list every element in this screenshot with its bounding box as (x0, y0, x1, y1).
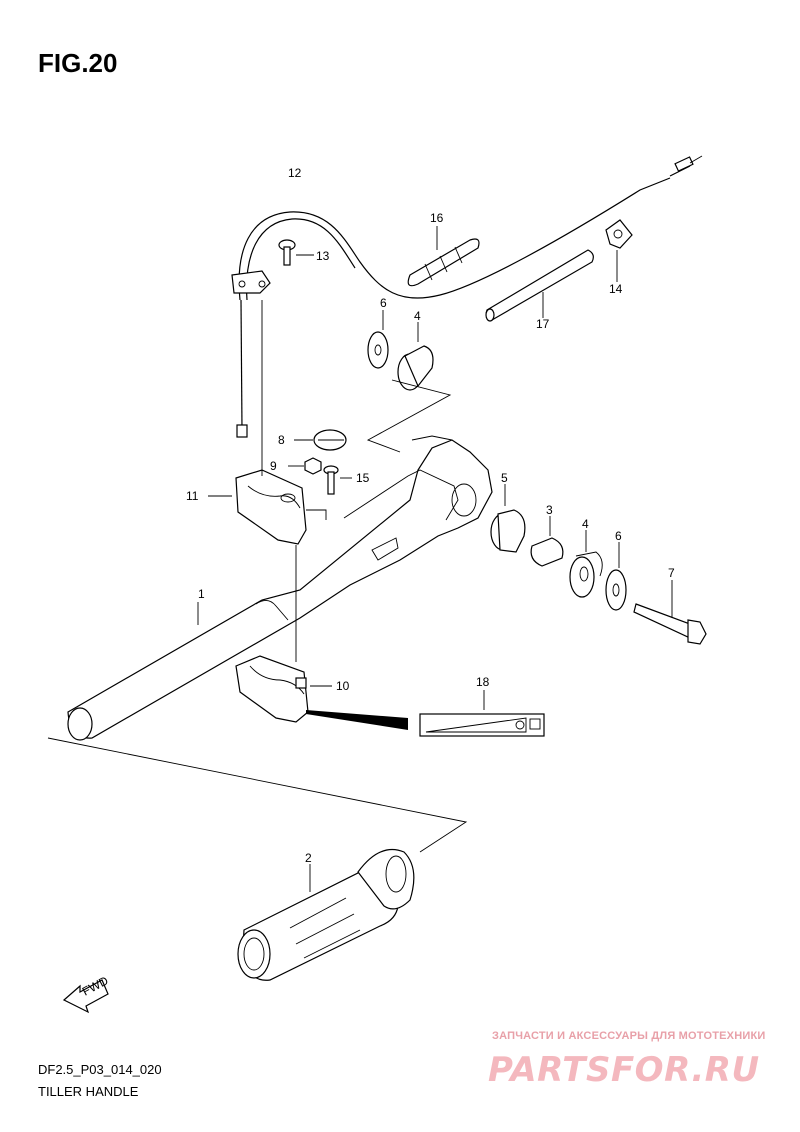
cable-grip-16 (407, 226, 480, 287)
section-name: TILLER HANDLE (38, 1084, 139, 1099)
callout-5: 5 (501, 471, 508, 485)
watermark-brand-logo: PARTSFOR.RU (488, 1050, 760, 1090)
collar-3 (530, 516, 564, 567)
callout-4-top: 4 (414, 309, 421, 323)
clamp-10 (235, 545, 332, 723)
grip-2 (237, 848, 415, 981)
callout-6-top: 6 (380, 296, 387, 310)
callout-6-side: 6 (615, 529, 622, 543)
watermark-tagline: ЗАПЧАСТИ И АКСЕССУАРЫ ДЛЯ МОТОТЕХНИКИ (492, 1030, 766, 1042)
bush-5 (490, 484, 526, 553)
screw-15 (323, 465, 352, 495)
washer-6-top (367, 310, 389, 369)
bush-4-side (569, 530, 603, 598)
callout-1: 1 (198, 587, 205, 601)
tiller-handle-1 (67, 435, 493, 741)
figure-title: FIG.20 (38, 48, 118, 78)
drawing-code: DF2.5_P03_014_020 (38, 1062, 162, 1077)
callout-17: 17 (536, 317, 550, 331)
callout-8: 8 (278, 433, 285, 447)
bush-4-top (397, 322, 434, 391)
callout-14: 14 (609, 282, 623, 296)
bolt-7 (633, 580, 707, 645)
callout-3: 3 (546, 503, 553, 517)
callout-13: 13 (316, 249, 330, 263)
callout-2: 2 (305, 851, 312, 865)
callout-12: 12 (288, 166, 302, 180)
callout-11: 11 (186, 489, 199, 503)
callout-4-side: 4 (582, 517, 589, 531)
callout-7: 7 (668, 566, 675, 580)
callout-16: 16 (430, 211, 444, 225)
callout-9: 9 (270, 459, 277, 473)
cable-clip-14 (605, 219, 633, 282)
washer-6-side (605, 542, 627, 611)
cap-8 (294, 429, 347, 451)
tube-17 (485, 249, 594, 322)
callout-10: 10 (336, 679, 350, 693)
fwd-arrow-icon: FWD (62, 973, 111, 1014)
bracket-11 (208, 300, 327, 545)
callout-15: 15 (356, 471, 370, 485)
screw-13 (278, 239, 314, 266)
throttle-cable (231, 155, 703, 438)
callout-18: 18 (476, 675, 490, 689)
caution-label-18 (306, 690, 545, 737)
nut-9 (288, 457, 322, 475)
